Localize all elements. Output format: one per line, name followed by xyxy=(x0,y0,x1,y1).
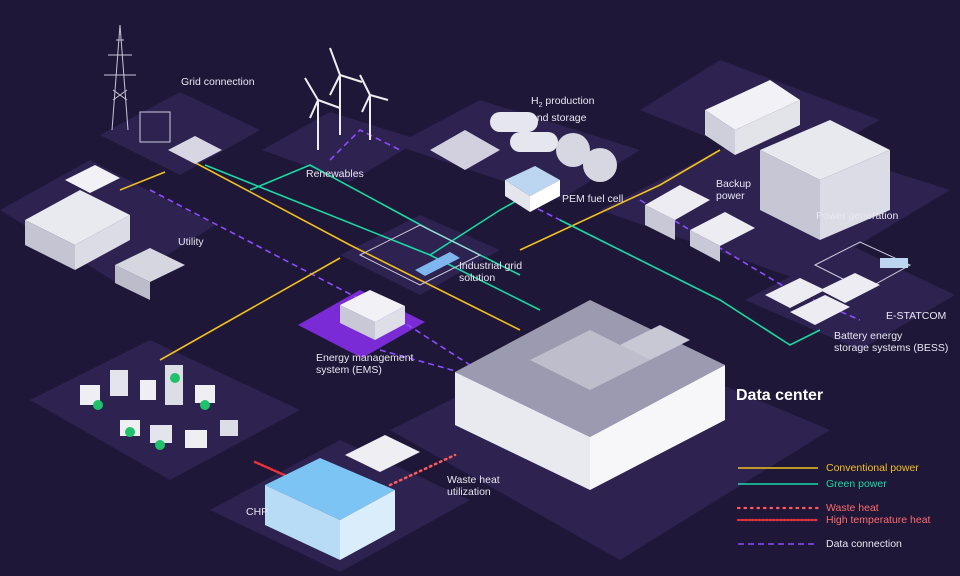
industrial-grid-icon xyxy=(358,224,482,286)
yellow-line-city xyxy=(159,257,341,361)
h2-rest: production xyxy=(542,95,595,107)
label-pem-fuel-cell: PEM fuel cell xyxy=(562,193,624,205)
waste-heat-line1-text: Waste heat xyxy=(447,474,500,486)
green-line-bess xyxy=(559,219,821,346)
yellow-line-grid xyxy=(189,159,521,331)
ems-line1: Energy management xyxy=(316,352,414,364)
legend-label-high-temp-heat: High temperature heat xyxy=(826,514,931,526)
label-grid-connection: Grid connection xyxy=(181,76,255,88)
green-line-grid xyxy=(204,164,541,311)
data-line-ems xyxy=(379,349,471,376)
legend-lines xyxy=(736,467,820,545)
transmission-tower-icon xyxy=(104,24,136,131)
industrial-line1: Industrial grid xyxy=(459,260,523,272)
utility-plant-icon xyxy=(25,165,185,300)
ems-building-icon xyxy=(340,290,405,340)
pem-fuel-cell-icon xyxy=(505,166,560,212)
data-center-building-icon xyxy=(455,300,725,490)
ems-line2: system (EMS) xyxy=(316,364,382,376)
backup-line2: power xyxy=(716,190,745,202)
label-h2-production: H2 production and storage xyxy=(531,95,594,124)
industrial-line2: solution xyxy=(459,272,496,284)
bess-icon xyxy=(765,273,880,325)
bess-line2: storage systems (BESS) xyxy=(834,342,949,354)
conventional-power-lines xyxy=(119,149,721,361)
waste-heat-line xyxy=(388,453,457,487)
backup-power-icon xyxy=(645,80,800,262)
waste-heat-line2-text: utilization xyxy=(447,486,491,498)
label-estatcom: E-STATCOM xyxy=(886,310,947,322)
yellow-line-backup xyxy=(519,149,721,251)
label-chp: CHP xyxy=(246,506,269,518)
legend-label-waste-heat: Waste heat xyxy=(826,502,879,514)
h2-subscript: 2 xyxy=(538,102,543,110)
h2-prefix: H xyxy=(531,95,539,107)
zone-renewables xyxy=(262,112,420,182)
bess-line1: Battery energy xyxy=(834,330,903,342)
label-renewables: Renewables xyxy=(306,168,364,180)
zone-grid-connection xyxy=(100,92,260,175)
label-utility: Utility xyxy=(178,236,204,248)
h2-line2: and storage xyxy=(531,112,587,125)
wind-turbine-icon xyxy=(304,47,389,150)
legend-label-conventional: Conventional power xyxy=(826,462,919,474)
label-power-generation: Power generation xyxy=(816,210,899,222)
label-data-center: Data center xyxy=(736,387,824,404)
backup-line1: Backup xyxy=(716,178,752,190)
city-buildings-icon xyxy=(80,365,238,450)
yellow-line-utility xyxy=(119,171,166,191)
legend-label-data: Data connection xyxy=(826,538,902,550)
data-line-renewables xyxy=(329,129,401,161)
legend-label-green: Green power xyxy=(826,478,887,490)
power-generation-icon xyxy=(760,120,890,240)
h2-tanks-icon xyxy=(430,112,617,182)
chp-plant-icon xyxy=(265,435,420,560)
substation-icon xyxy=(139,111,222,164)
zone-city xyxy=(30,340,300,480)
